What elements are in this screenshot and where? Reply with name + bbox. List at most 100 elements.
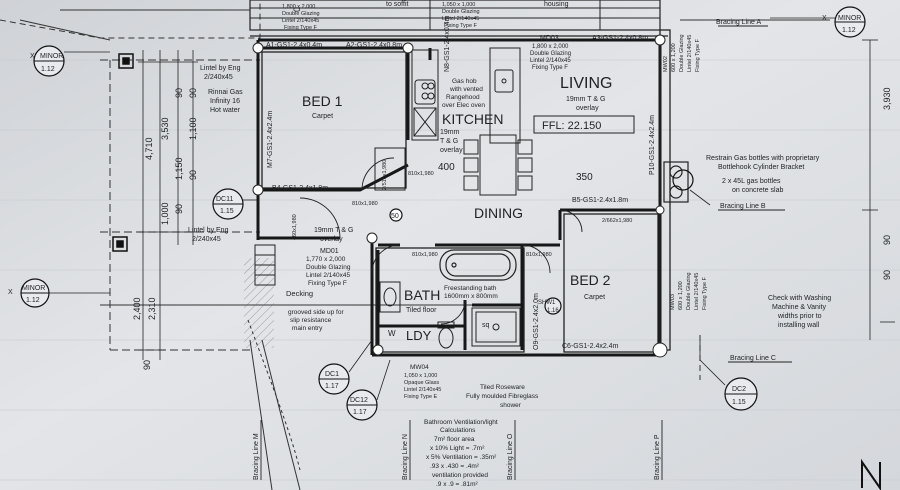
vent-line-1: Bathroom Ventilation/light [424,419,498,426]
door-size-d1: 810x1,980 [352,201,378,207]
room-kitchen-floor-3: overlay [440,147,463,154]
top-mid-schedule: 1,050 x 1,000 Double Glazing Lintel 2/14… [442,2,480,29]
door-size-d4: 810x1,980 [408,171,434,177]
shower-sq: sq [482,322,490,329]
mw02-line-2: 600 x 1,200 [671,43,677,72]
lintel-note-1: Lintel by Eng 2/240x45 [200,65,241,81]
window-p10: P10-GS1-2.4x2.4m [649,115,656,175]
bracing-markers [260,25,792,480]
north-label: N [883,484,886,489]
shower [471,307,521,347]
gas-bottles-note: 2 x 45L gas bottles on concrete slab [722,178,783,194]
vent-line-3: 7m² floor area [434,436,475,443]
room-bed2-floor: Carpet [584,294,605,301]
minor-tl-title: MINOR [40,53,63,60]
dc11-ref: 1.15 [220,208,234,215]
window-o9: O9-GS1-2.4x2.0m [533,293,540,350]
bath-note-line-1: Freestanding bath [444,285,497,292]
shower-line-2: Fully moulded Fibreglass [466,393,539,400]
room-dining: DINING [474,205,523,221]
mw03-block: MW03 600 x 1,200 Double Glazing Lintel 2… [670,272,708,310]
decking-line-3: slip resistance [290,317,332,324]
gas-bottles-line-2: on concrete slab [732,187,783,194]
lintel-1-line-2: 2/240x45 [204,74,233,81]
door-size-d2: 810x1,980 [412,252,438,258]
room-living: LIVING [560,75,612,92]
minor-tl-x: X [30,53,35,60]
dim-left-1150: 1,150 [174,157,184,180]
dim-left-90c: 90 [188,170,198,180]
gas-hob-line-1: Gas hob [452,78,477,85]
decking-note: Decking grooved side up for slip resista… [286,289,344,332]
bracing-labels: Bracing Line A Bracing Line B Bracing Li… [253,19,776,480]
md01-line-1: MD01 [320,248,339,255]
restrain-line-2: Bottlehook Cylinder Bracket [718,164,804,171]
room-bath-floor: Tiled floor [406,307,437,314]
window-m7: M7-GS1-2.4x2.4m [267,111,274,168]
bracing-n: Bracing Line N [402,434,409,480]
bubble-dividers [21,21,865,406]
shw1-title: SHW1 [538,300,556,306]
top-left-line-1: 1,800 x 2,000 [282,4,315,10]
mw04-block: MW04 1,050 x 1,000 Opaque Glass Lintel 2… [404,364,441,400]
kitchen-bench [411,47,521,144]
md03-line-3: Double Glazing [530,51,571,57]
dim-right-3930: 3,930 [882,87,892,110]
md03-line-2: 1,800 x 2,000 [532,44,569,50]
dim-350: 350 [576,172,593,183]
vent-line-6: .93 x .430 = .4m² [430,463,480,470]
bracing-m: Bracing Line M [253,433,260,480]
mw03-line-4: Lintel 2/140x45 [694,273,700,310]
vent-line-7: ventilation provided [432,472,488,479]
window-a3: A3-GS1-2.4x0.8m [592,35,648,42]
rinnai-line-1: Rinnai Gas [208,89,243,96]
mw02-line-5: Fixing Type F [695,38,701,72]
gas-hob-line-2: with vented [449,86,483,93]
window-b4: B4-GS1-2.4x1.8m [272,185,328,192]
room-kitchen-floor-2: T & G [440,138,458,145]
top-left-line-4: Fixing Type F [284,25,318,31]
minor-tr-ref: 1.12 [842,27,856,34]
circle-50: 50 [391,213,399,220]
top-mid-line-2: Double Glazing [442,9,480,15]
laundry-w: W [388,329,396,338]
dim-left-90a: 90 [174,88,184,98]
dim-left-4710: 4,710 [144,137,154,160]
shower-line-3: shower [500,402,522,409]
washing-line-3: widths prior to [777,313,822,320]
pantry-cupboard [374,147,406,191]
vanity [379,281,401,313]
washing-line-1: Check with Washing [768,295,831,302]
mw04-line-4: Lintel 2/140x45 [404,387,441,393]
dc1-title: DC1 [325,371,339,378]
dc1-ref: 1.17 [325,383,339,390]
dim-400: 400 [438,162,455,173]
washing-line-2: Machine & Vanity [772,304,826,311]
lintel-note-2: Lintel by Eng 2/240x45 [188,227,229,243]
room-living-floor-2: overlay [576,105,599,112]
restrain-line-1: Restrain Gas bottles with proprietary [706,155,820,162]
gas-hob-line-4: over Elec oven [442,102,485,109]
room-kitchen-floor-1: 19mm [440,129,460,136]
decking-line-4: main entry [292,325,323,332]
north-arrow [861,458,881,490]
gas-bottles [663,161,689,203]
hall-floor-1: 19mm T & G [314,227,353,234]
entry-steps [254,244,276,286]
door-size-cupboard-2: 460x1,980 [292,214,298,240]
gas-hob-line-3: Rangehood [446,94,480,101]
bathtub [439,249,517,281]
top-mid-line-1: 1,050 x 1,000 [442,2,475,8]
mw03-line-5: Fixing Type F [702,276,708,310]
top-wall-strip [249,0,661,31]
mw04-line-5: Fixing Type E [404,394,438,400]
dc12-ref: 1.17 [353,409,367,416]
dim-top-0: 0 [292,7,302,12]
dim-left-90e: 90 [142,360,152,370]
top-left-schedule: 1,800 x 2,000 Double Glazing Lintel 2/14… [282,4,320,31]
vent-line-2: Calculations [440,427,476,434]
wall-corners [252,34,668,358]
md01-line-2: 1,770 x 2,000 [306,256,346,263]
ffl-box [533,115,635,134]
room-labels: BED 1 Carpet LIVING 19mm T & G overlay K… [302,75,612,343]
